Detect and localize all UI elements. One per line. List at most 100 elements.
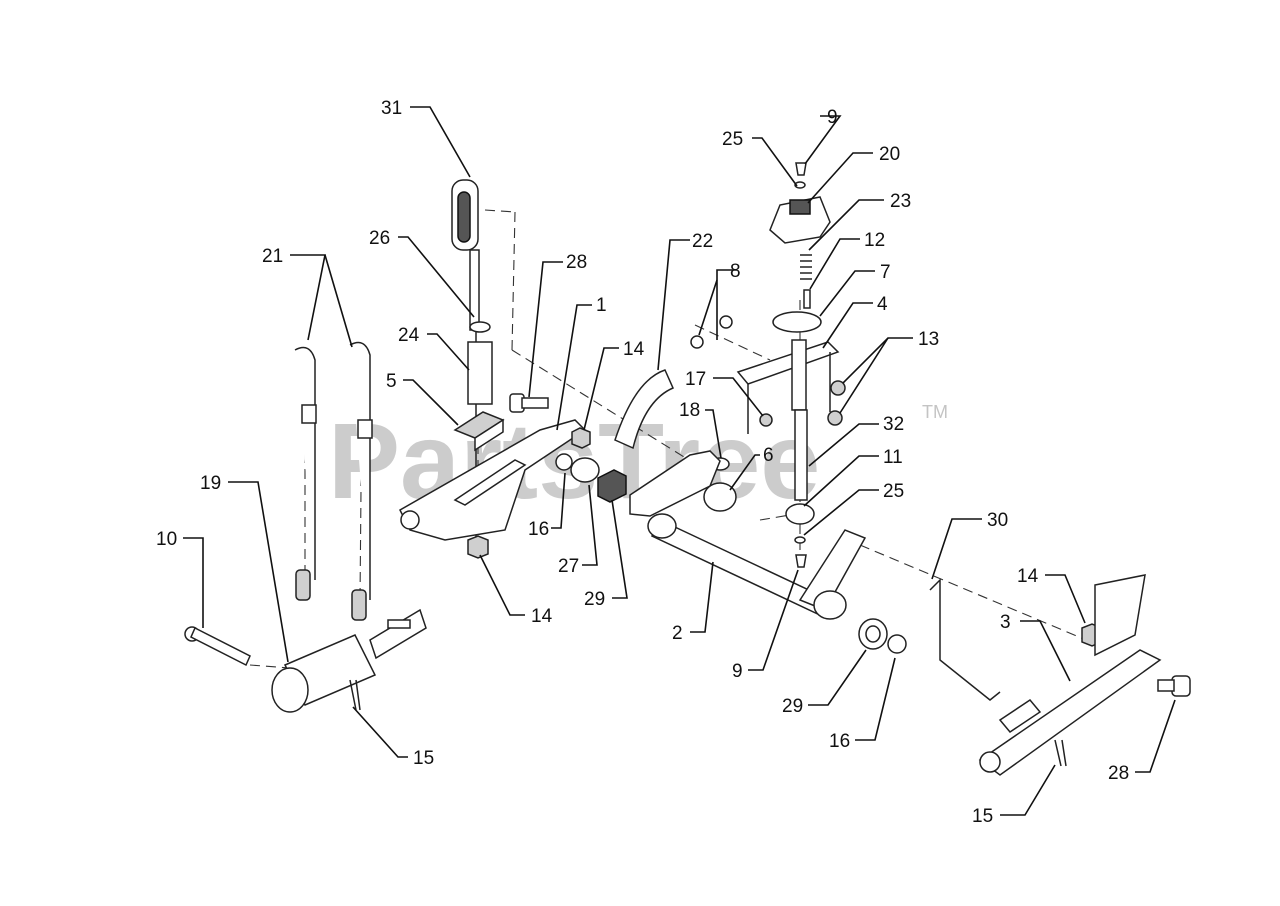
leader-16-b [855,657,896,741]
callout-22[interactable]: 22 [692,231,713,252]
screw-8-b [719,315,733,329]
leader-24 [427,333,470,371]
leader-7 [819,270,875,317]
leader-16-a [551,472,566,529]
clip-16-b [887,634,907,654]
parts [184,162,1191,776]
callout-14-a[interactable]: 14 [531,606,553,627]
callout-16-a[interactable]: 16 [528,519,549,540]
nut-17 [759,413,773,427]
callout-23[interactable]: 23 [890,191,911,212]
callout-15-a[interactable]: 15 [413,748,434,769]
callout-9-b[interactable]: 9 [732,661,743,682]
side-bracket [1094,574,1146,657]
leader-8-b [698,279,718,336]
leader-32 [808,423,879,467]
callout-26[interactable]: 26 [369,228,390,249]
leader-21-a [290,254,326,341]
washer-25-a [794,181,806,189]
callout-11[interactable]: 11 [883,447,903,468]
callout-18[interactable]: 18 [679,400,700,421]
leader-3 [1020,620,1071,682]
callout-27[interactable]: 27 [558,556,579,577]
callout-labels: 31 26 24 5 21 28 1 14 22 8 9 25 20 23 12… [156,98,1129,827]
dash-line [249,664,291,669]
callout-7[interactable]: 7 [880,262,891,283]
bolt-28-b [1157,675,1191,697]
callout-8[interactable]: 8 [730,261,741,282]
callout-28-a[interactable]: 28 [566,252,587,273]
leader-14-a [479,554,525,616]
leader-1 [556,304,592,431]
watermark-brand: PartsTree [328,400,820,521]
leader-21-b [324,254,353,348]
leader-30 [931,518,982,580]
leader-9-b [748,569,799,671]
bracket-4 [736,339,840,434]
screw-9-b [795,554,807,568]
nut-14-a [467,535,489,559]
callout-19[interactable]: 19 [200,473,221,494]
leader-29-a [611,499,628,599]
callout-13[interactable]: 13 [918,329,939,350]
nut-14-b [571,427,591,449]
washer-26 [469,321,491,333]
leader-28-b [1135,699,1176,773]
callout-10[interactable]: 10 [156,529,177,550]
callout-17[interactable]: 17 [685,369,706,390]
leader-23 [808,199,884,251]
cables-21 [294,341,373,621]
washer-25-b [794,536,806,544]
callout-4[interactable]: 4 [877,294,888,315]
leader-13-a [842,337,913,384]
pin-10 [184,626,251,667]
leader-25-a [752,137,798,187]
callout-16-b[interactable]: 16 [829,731,850,752]
callout-31[interactable]: 31 [381,98,402,119]
nut-13-a [830,380,846,396]
callout-32[interactable]: 32 [883,414,904,435]
leader-12 [809,238,860,290]
callout-25-a[interactable]: 25 [722,129,743,150]
leader-27 [582,484,598,566]
callout-15-b[interactable]: 15 [972,806,993,827]
rod-32 [794,409,808,501]
arm-3 [978,649,1162,776]
callout-9-a[interactable]: 9 [827,107,838,128]
callout-24[interactable]: 24 [398,325,420,346]
callout-20[interactable]: 20 [879,144,900,165]
callout-29-a[interactable]: 29 [584,589,605,610]
dash-line [859,544,1111,651]
segment-plate-22 [614,369,674,450]
spring-23 [800,254,812,280]
dash-line [759,514,791,521]
watermark-trademark: TM [922,402,948,422]
callout-29-b[interactable]: 29 [782,696,803,717]
cotter-pin-15-a [349,679,361,711]
callout-14-c[interactable]: 14 [1017,566,1039,587]
leader-15-a [352,706,408,758]
leader-11 [803,455,879,507]
callout-28-b[interactable]: 28 [1108,763,1129,784]
callout-6[interactable]: 6 [763,445,774,466]
leader-17 [713,377,764,417]
callout-25-b[interactable]: 25 [883,481,904,502]
bolt-28-a [509,393,549,413]
leader-10 [183,537,204,628]
callout-5[interactable]: 5 [386,371,397,392]
callout-3[interactable]: 3 [1000,612,1011,633]
leader-8-a [716,269,737,340]
leader-28-a [528,261,563,398]
callout-1[interactable]: 1 [596,295,607,316]
callout-12[interactable]: 12 [864,230,885,251]
callout-2[interactable]: 2 [672,623,683,644]
leader-13-b [839,337,889,414]
callout-30[interactable]: 30 [987,510,1008,531]
callout-21[interactable]: 21 [262,246,283,267]
leader-5 [403,379,459,426]
rod-30 [929,578,1001,701]
bushing-29-b [858,618,888,650]
callout-14-b[interactable]: 14 [623,339,645,360]
leader-14-c [1045,574,1086,624]
